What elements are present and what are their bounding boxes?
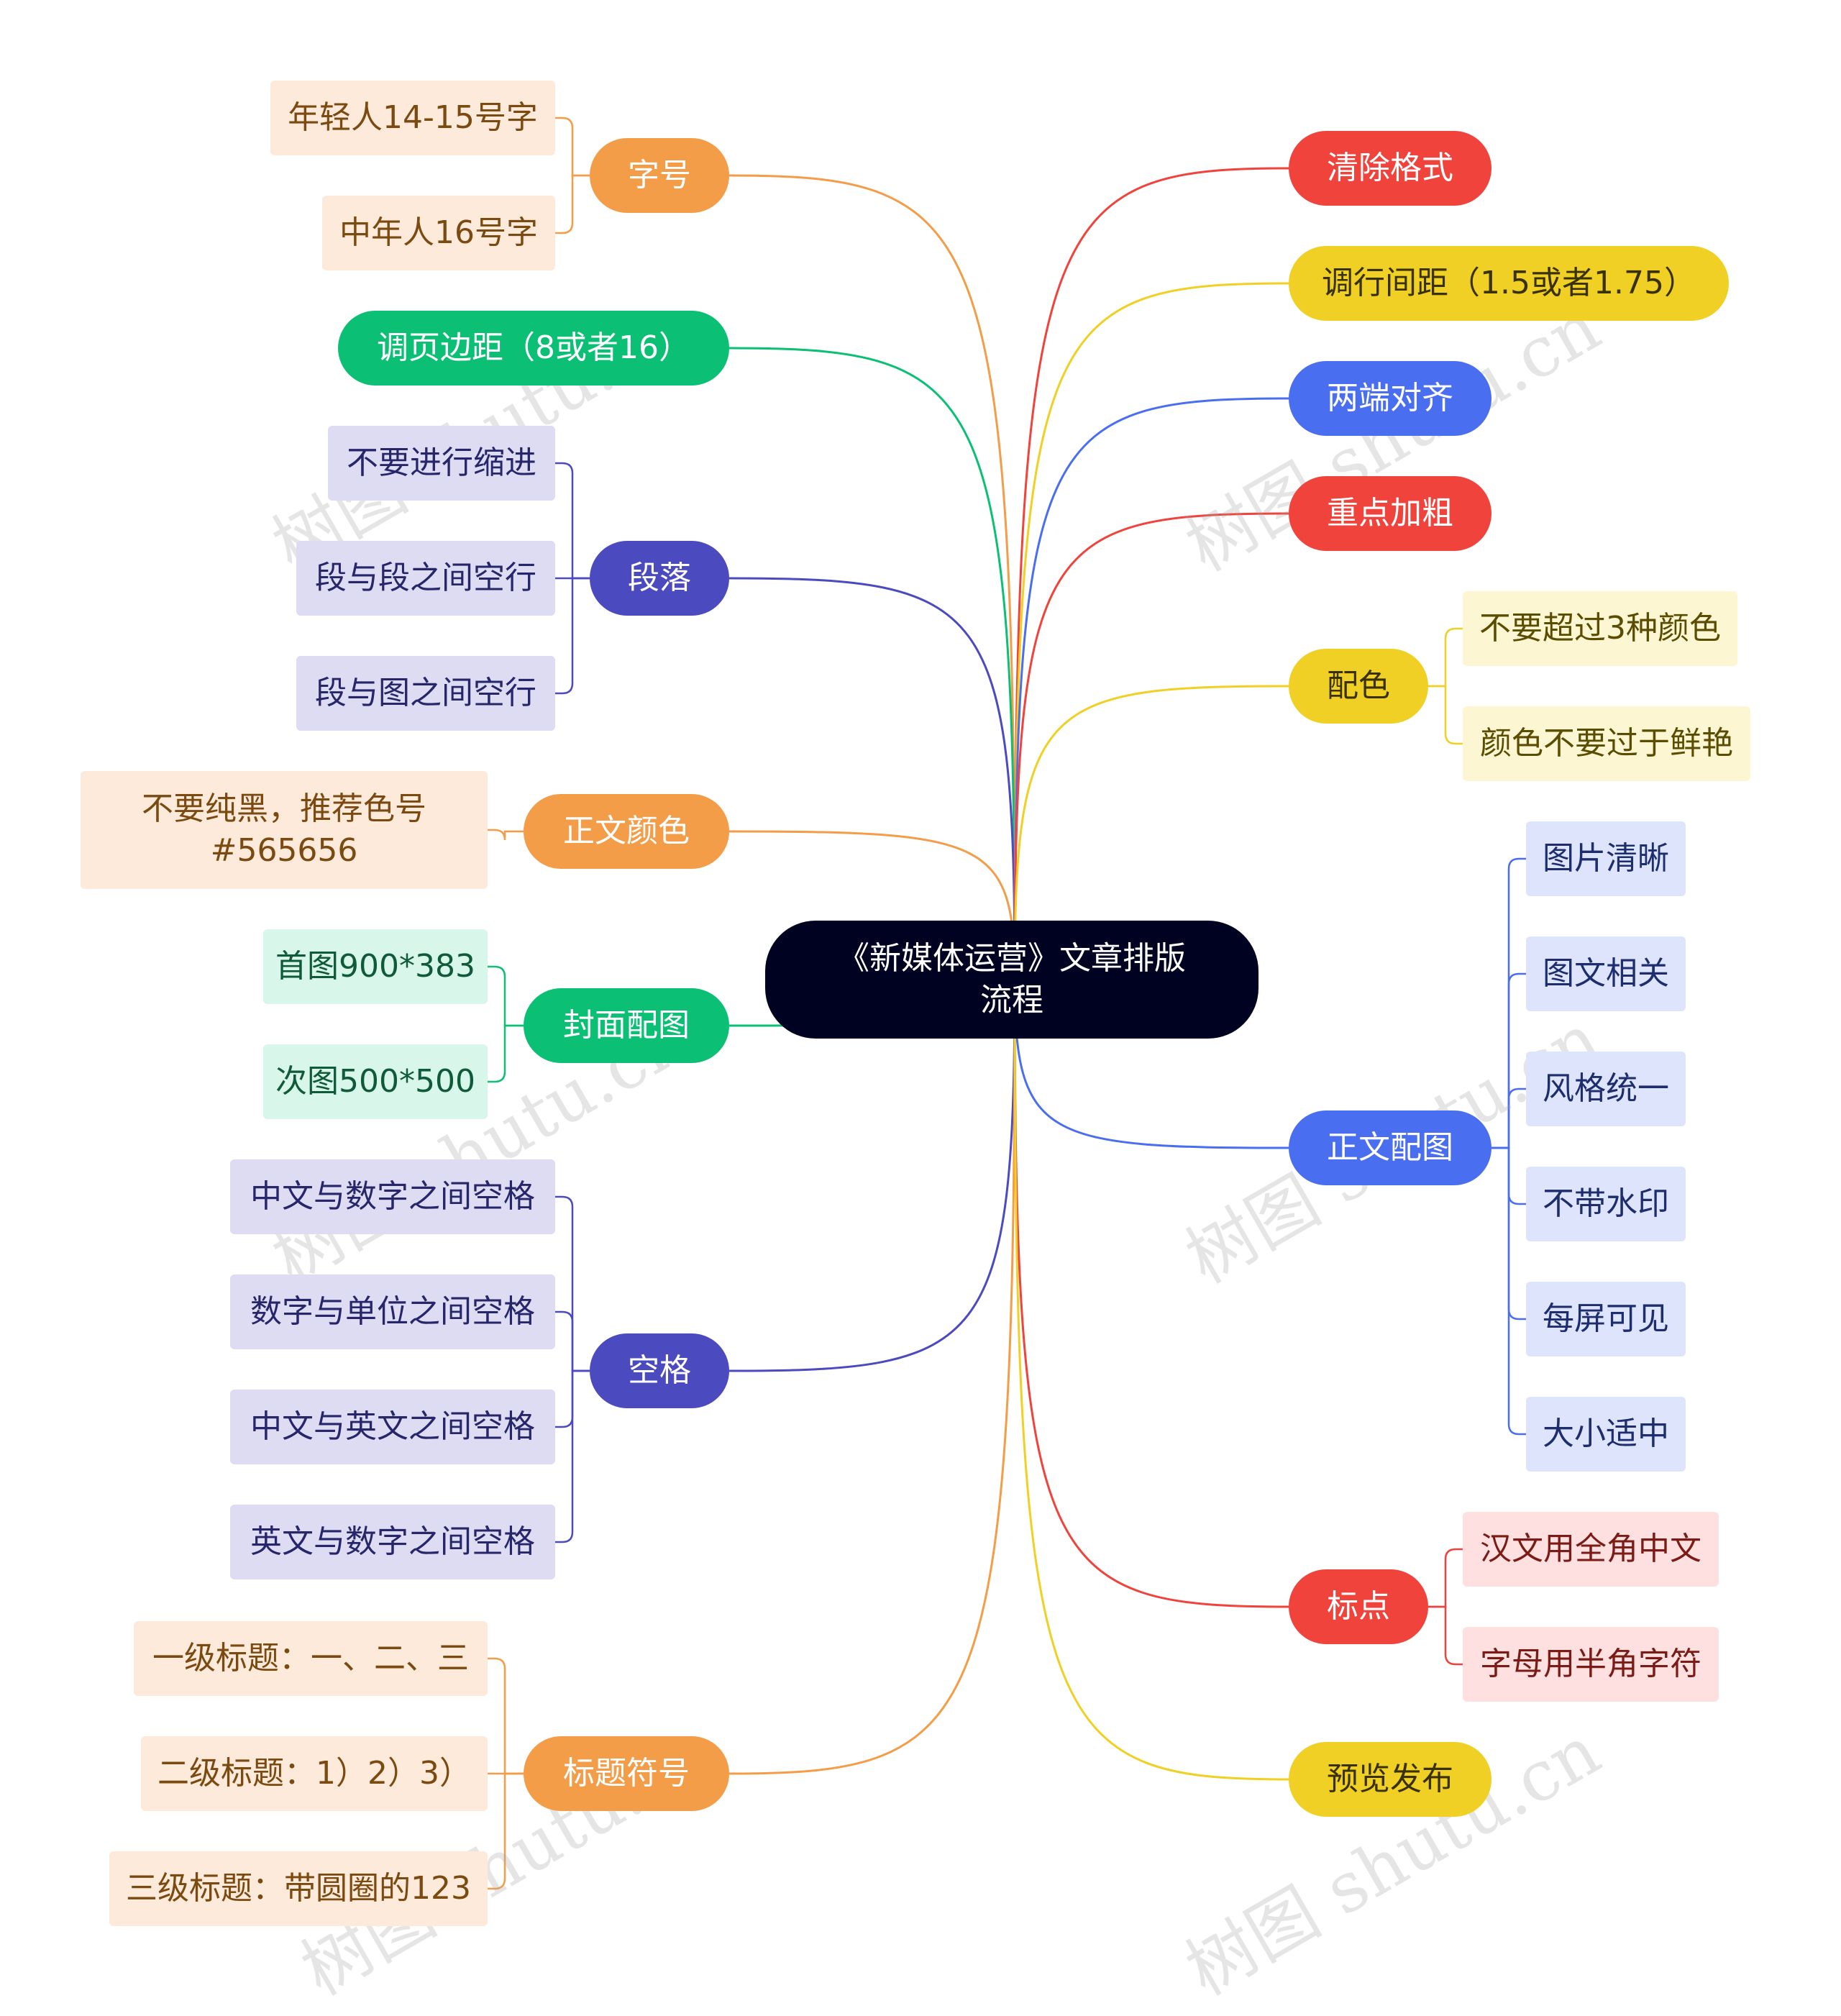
connector: [728, 979, 1016, 1372]
connector: [1013, 979, 1289, 1608]
connector: [1013, 282, 1289, 980]
leaf-para-img-space[interactable]: 段与图之间空行: [296, 656, 555, 731]
leaf-space-cn-num[interactable]: 中文与数字之间空格: [230, 1159, 555, 1234]
leaf-font-middle[interactable]: 中年人16号字: [322, 196, 555, 270]
topic-clear-format[interactable]: 清除格式: [1289, 131, 1491, 206]
connector: [1491, 1087, 1526, 1149]
connector: [488, 965, 524, 1027]
leaf-first-image[interactable]: 首图900*383: [263, 929, 488, 1004]
root-node[interactable]: 《新媒体运营》文章排版流程: [765, 921, 1258, 1039]
connector: [555, 462, 590, 580]
leaf-second-image[interactable]: 次图500*500: [263, 1044, 488, 1119]
connector: [728, 577, 1016, 980]
leaf-space-en-num[interactable]: 英文与数字之间空格: [230, 1505, 555, 1579]
connector: [1491, 972, 1526, 1149]
leaf-max-three-colors[interactable]: 不要超过3种颜色: [1463, 591, 1737, 666]
topic-line-spacing[interactable]: 调行间距（1.5或者1.75）: [1289, 246, 1729, 321]
connector: [1428, 627, 1463, 688]
leaf-image-relevant[interactable]: 图文相关: [1526, 936, 1686, 1011]
leaf-font-young[interactable]: 年轻人14-15号字: [270, 81, 555, 155]
topic-color-scheme[interactable]: 配色: [1289, 649, 1428, 724]
connector: [728, 979, 1016, 1775]
leaf-space-cn-en[interactable]: 中文与英文之间空格: [230, 1390, 555, 1464]
connector: [1013, 167, 1289, 980]
leaf-color-hint[interactable]: 不要纯黑，推荐色号#565656: [81, 771, 488, 889]
connector: [555, 1310, 590, 1372]
connector: [555, 174, 590, 234]
topic-body-images[interactable]: 正文配图: [1289, 1110, 1491, 1185]
connector: [555, 577, 590, 695]
topic-justify[interactable]: 两端对齐: [1289, 361, 1491, 436]
connector: [1428, 685, 1463, 745]
leaf-fullwidth-chinese[interactable]: 汉文用全角中文: [1463, 1512, 1719, 1587]
topic-font-size[interactable]: 字号: [590, 138, 729, 213]
leaf-image-clear[interactable]: 图片清晰: [1526, 821, 1686, 896]
connector: [488, 829, 524, 841]
topic-bold-key[interactable]: 重点加粗: [1289, 476, 1491, 551]
connector: [555, 1195, 590, 1372]
leaf-not-too-bright[interactable]: 颜色不要过于鲜艳: [1463, 706, 1750, 781]
leaf-visible-per-screen[interactable]: 每屏可见: [1526, 1282, 1686, 1356]
topic-preview-publish[interactable]: 预览发布: [1289, 1742, 1491, 1817]
topic-page-margin[interactable]: 调页边距（8或者16）: [338, 311, 729, 386]
leaf-no-indent[interactable]: 不要进行缩进: [328, 426, 555, 501]
connector: [1013, 685, 1289, 980]
connector: [555, 1369, 590, 1543]
connector: [1013, 979, 1289, 1781]
connector: [728, 174, 1016, 980]
topic-paragraph[interactable]: 段落: [590, 541, 729, 616]
connector: [488, 1657, 524, 1775]
topic-text-color[interactable]: 正文颜色: [524, 794, 729, 869]
connector: [1013, 512, 1289, 980]
connector: [1428, 1548, 1463, 1608]
leaf-heading-level2[interactable]: 二级标题：1）2）3）: [141, 1736, 488, 1811]
connector: [488, 1772, 524, 1890]
connector: [728, 347, 1016, 980]
leaf-para-space[interactable]: 段与段之间空行: [296, 541, 555, 616]
leaf-style-consistent[interactable]: 风格统一: [1526, 1052, 1686, 1126]
connector: [1013, 397, 1289, 980]
topic-spacing[interactable]: 空格: [590, 1333, 729, 1408]
connector: [555, 117, 590, 177]
connector: [1428, 1605, 1463, 1666]
leaf-no-watermark[interactable]: 不带水印: [1526, 1167, 1686, 1241]
connector: [488, 1024, 524, 1083]
leaf-heading-level3[interactable]: 三级标题：带圆圈的123: [109, 1851, 488, 1926]
topic-punctuation[interactable]: 标点: [1289, 1569, 1428, 1644]
leaf-heading-level1[interactable]: 一级标题：一、二、三: [134, 1621, 488, 1696]
topic-heading-symbols[interactable]: 标题符号: [524, 1736, 729, 1811]
topic-cover-image[interactable]: 封面配图: [524, 988, 729, 1063]
leaf-space-num-unit[interactable]: 数字与单位之间空格: [230, 1274, 555, 1349]
connector: [1491, 857, 1526, 1149]
connector: [1491, 1146, 1526, 1436]
leaf-proper-size[interactable]: 大小适中: [1526, 1397, 1686, 1472]
leaf-halfwidth-letters[interactable]: 字母用半角字符: [1463, 1627, 1719, 1702]
